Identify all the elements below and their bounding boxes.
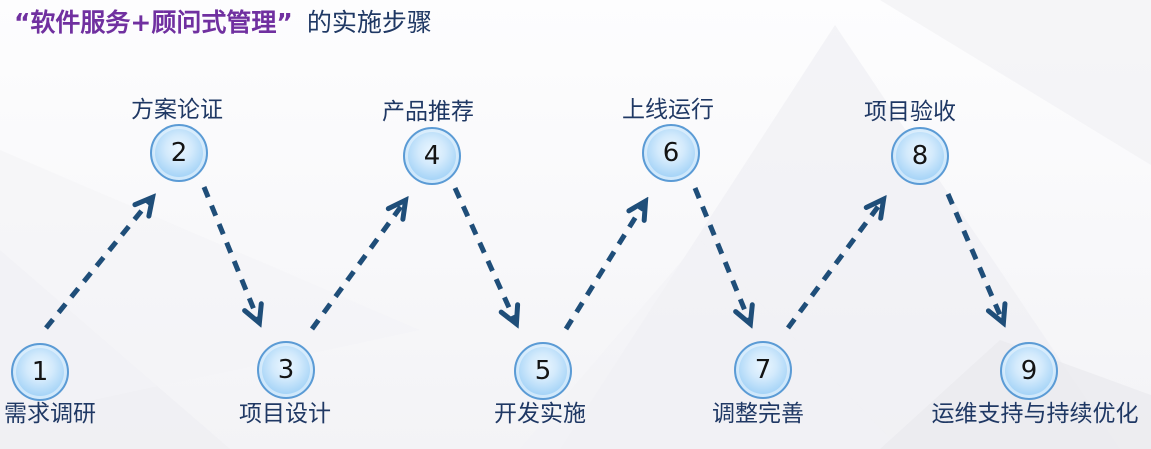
step-4-label: 产品推荐 [382, 99, 474, 125]
title-suffix: 的实施步骤 [306, 8, 432, 37]
step-8-number: 8 [911, 141, 929, 171]
arrow-8-9 [945, 193, 1003, 322]
step-1-circle: 1 [11, 343, 69, 401]
step-5-circle: 5 [514, 342, 572, 400]
page-title: “软件服务+顾问式管理” 的实施步骤 [14, 8, 432, 38]
step-1-number: 1 [31, 357, 49, 387]
step-3-circle: 3 [257, 341, 315, 399]
arrow-3-4 [309, 201, 405, 331]
step-2-label: 方案论证 [131, 97, 223, 123]
step-6-circle: 6 [642, 124, 700, 182]
step-7-number: 7 [754, 355, 772, 385]
step-6-label: 上线运行 [622, 97, 714, 123]
step-7-label: 调整完善 [712, 401, 804, 427]
step-9-circle: 9 [1000, 342, 1058, 400]
step-9-label: 运维支持与持续优化 [931, 401, 1139, 427]
step-8-label: 项目验收 [864, 99, 956, 125]
step-1-label: 需求调研 [4, 401, 96, 427]
arrow-6-7 [692, 187, 750, 323]
step-5-number: 5 [534, 356, 552, 386]
arrow-4-5 [452, 186, 516, 323]
step-3-number: 3 [277, 355, 295, 385]
step-3-label: 项目设计 [239, 401, 331, 427]
step-7-circle: 7 [734, 341, 792, 399]
step-6-number: 6 [662, 138, 680, 168]
step-2-number: 2 [170, 138, 188, 168]
step-4-circle: 4 [403, 127, 461, 185]
arrow-2-3 [201, 186, 259, 322]
step-4-number: 4 [423, 141, 441, 171]
step-2-circle: 2 [150, 124, 208, 182]
title-highlight: “软件服务+顾问式管理” [14, 8, 293, 37]
arrow-7-8 [785, 200, 883, 330]
arrow-5-6 [563, 202, 645, 331]
step-5-label: 开发实施 [494, 401, 586, 427]
step-9-number: 9 [1020, 356, 1038, 386]
step-8-circle: 8 [891, 127, 949, 185]
arrow-1-2 [44, 198, 152, 330]
